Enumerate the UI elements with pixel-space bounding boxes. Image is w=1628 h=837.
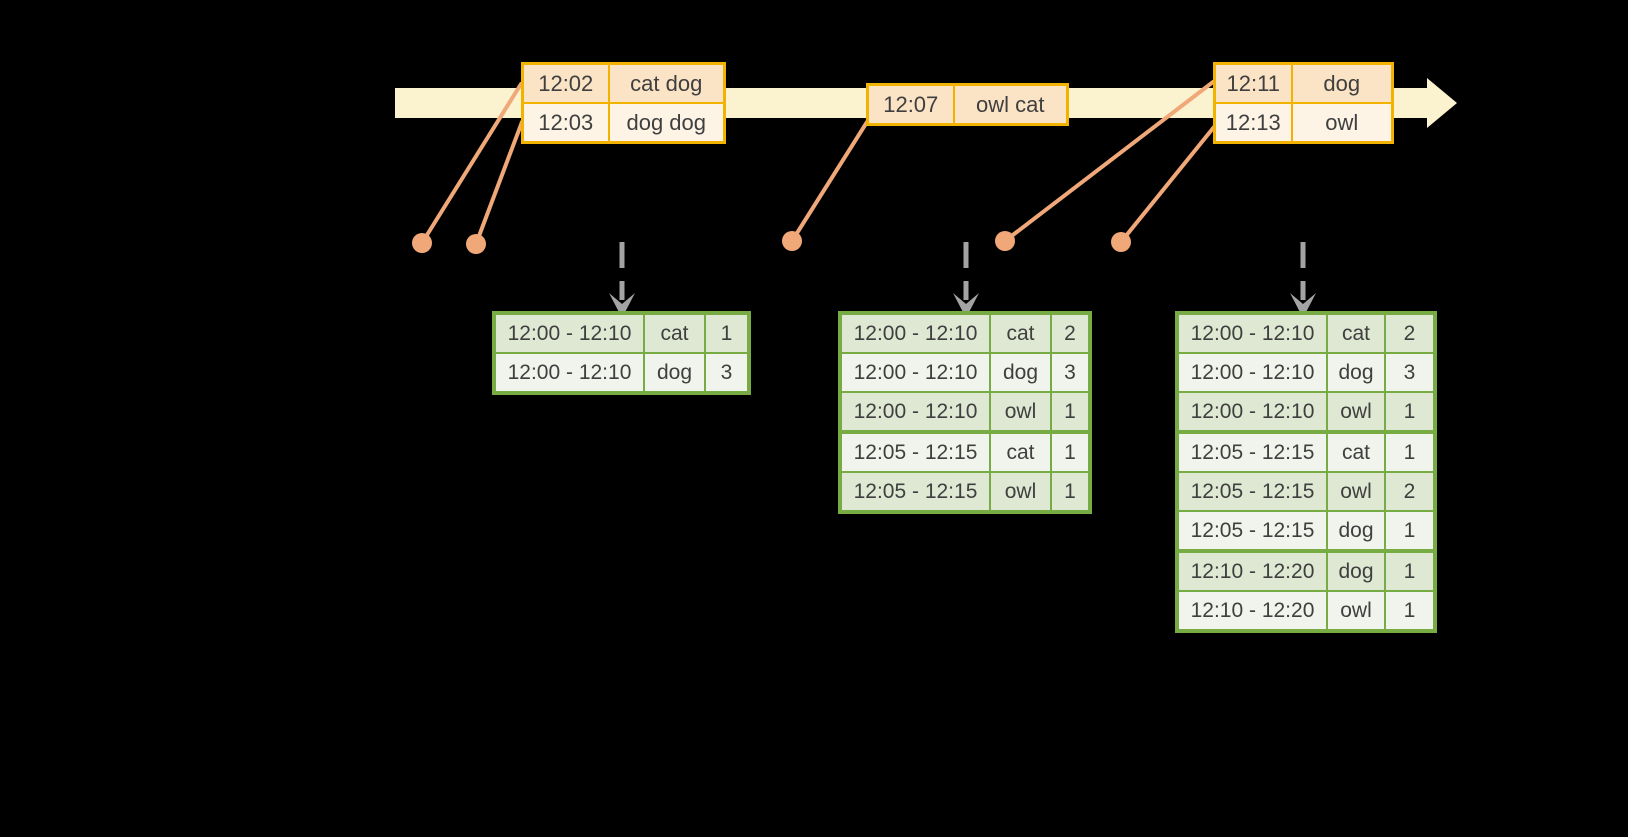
count-cell: 1: [1050, 471, 1091, 513]
event-words-cell: cat dog: [607, 62, 726, 104]
connector-line: [790, 120, 869, 243]
event-words-cell: dog: [1290, 62, 1394, 104]
event-time-cell: 12:02: [521, 62, 610, 104]
window-cell: 12:00 - 12:10: [1176, 391, 1328, 433]
word-cell: owl: [1326, 391, 1386, 433]
trigger-arrowhead-icon: [1290, 293, 1316, 318]
word-cell: owl: [1326, 471, 1386, 512]
count-cell: 1: [1384, 391, 1436, 433]
word-cell: owl: [1326, 590, 1386, 632]
window-cell: 12:05 - 12:15: [1176, 430, 1328, 473]
word-cell: cat: [1326, 430, 1386, 473]
connector-line: [1119, 125, 1216, 244]
window-cell: 12:05 - 12:15: [1176, 510, 1328, 552]
event-dot: [782, 231, 802, 251]
count-cell: 1: [1384, 510, 1436, 552]
window-cell: 12:10 - 12:20: [1176, 549, 1328, 592]
count-cell: 1: [1050, 391, 1091, 433]
word-cell: dog: [1326, 352, 1386, 393]
word-cell: owl: [989, 391, 1052, 433]
count-cell: 1: [1050, 430, 1091, 473]
word-cell: dog: [1326, 510, 1386, 552]
window-cell: 12:05 - 12:15: [839, 430, 991, 473]
window-cell: 12:10 - 12:20: [1176, 590, 1328, 632]
window-cell: 12:00 - 12:10: [493, 312, 645, 354]
event-words-cell: owl cat: [952, 83, 1069, 126]
connector-line: [1003, 80, 1215, 243]
event-words-cell: owl: [1290, 102, 1394, 144]
word-cell: dog: [989, 352, 1052, 393]
count-cell: 3: [1384, 352, 1436, 393]
window-cell: 12:00 - 12:10: [839, 352, 991, 393]
trigger-arrowhead-icon: [609, 293, 635, 318]
event-time-cell: 12:07: [866, 83, 955, 126]
word-cell: owl: [989, 471, 1052, 513]
connector-line: [420, 82, 523, 245]
word-cell: dog: [643, 352, 706, 394]
window-cell: 12:00 - 12:10: [1176, 352, 1328, 393]
event-words-cell: dog dog: [607, 102, 726, 144]
window-cell: 12:00 - 12:10: [839, 391, 991, 433]
connector-line: [474, 120, 524, 246]
count-cell: 2: [1384, 312, 1436, 354]
trigger-arrowhead-icon: [953, 293, 979, 318]
event-dot: [995, 231, 1015, 251]
window-cell: 12:00 - 12:10: [1176, 312, 1328, 354]
word-cell: cat: [1326, 312, 1386, 354]
count-cell: 2: [1050, 312, 1091, 354]
window-cell: 12:05 - 12:15: [1176, 471, 1328, 512]
word-cell: cat: [989, 312, 1052, 354]
window-cell: 12:05 - 12:15: [839, 471, 991, 513]
event-time-cell: 12:13: [1213, 102, 1293, 144]
window-cell: 12:00 - 12:10: [493, 352, 645, 394]
event-time-cell: 12:11: [1213, 62, 1293, 104]
word-cell: cat: [989, 430, 1052, 473]
event-dot: [412, 233, 432, 253]
event-dot: [1111, 232, 1131, 252]
word-cell: cat: [643, 312, 706, 354]
count-cell: 1: [1384, 430, 1436, 473]
count-cell: 1: [704, 312, 750, 354]
event-time-cell: 12:03: [521, 102, 610, 144]
event-dot: [466, 234, 486, 254]
count-cell: 3: [704, 352, 750, 394]
window-cell: 12:00 - 12:10: [839, 312, 991, 354]
count-cell: 1: [1384, 549, 1436, 592]
count-cell: 1: [1384, 590, 1436, 632]
count-cell: 2: [1384, 471, 1436, 512]
count-cell: 3: [1050, 352, 1091, 393]
word-cell: dog: [1326, 549, 1386, 592]
